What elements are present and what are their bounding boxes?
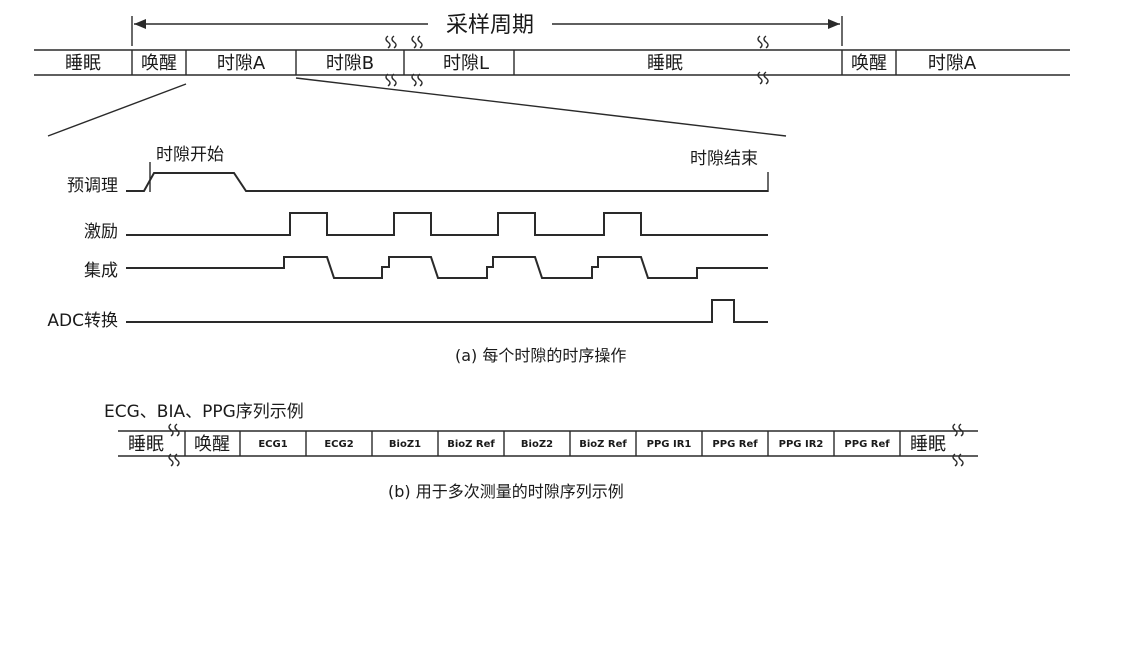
signal-label-preconditioning: 预调理 (67, 176, 118, 196)
adc-waveform (126, 299, 768, 323)
slot-start-marker: 时隙开始 (149, 145, 224, 192)
example-slot-ecg2: ECG2 (324, 439, 353, 450)
example-slot-sleep: 睡眠 (128, 434, 164, 455)
example-slot-bar: 睡眠 唤醒 ECG1 ECG2 BioZ1 BioZ Ref BioZ2 Bio… (118, 423, 978, 467)
integration-waveform (126, 256, 768, 279)
example-slot-wake: 唤醒 (194, 434, 230, 455)
signal-label-adc: ADC转换 (47, 311, 118, 331)
zoom-lines (47, 77, 787, 137)
break-mark (168, 423, 964, 467)
example-slot-bioz1: BioZ1 (389, 439, 421, 450)
sampling-period-label: 采样周期 (446, 13, 534, 38)
example-slot-ppg-ref: PPG Ref (712, 439, 758, 450)
top-slot-bar: 睡眠 唤醒 时隙A 时隙B 时隙L 睡眠 唤醒 时隙A (34, 35, 1070, 87)
example-slot-bioz2: BioZ2 (521, 439, 553, 450)
excitation-waveform (126, 212, 768, 236)
slot-start-label: 时隙开始 (156, 145, 224, 165)
caption-a: (a) 每个时隙的时序操作 (455, 346, 626, 365)
top-slot-sleep: 睡眠 (65, 53, 101, 74)
example-slot-bioz-ref-2: BioZ Ref (579, 439, 627, 450)
top-slot-sleep-2: 睡眠 (647, 53, 683, 74)
top-slot-wake-2: 唤醒 (851, 53, 887, 74)
caption-b: (b) 用于多次测量的时隙序列示例 (388, 482, 624, 501)
slot-end-marker: 时隙结束 (690, 149, 769, 192)
top-slot-b: 时隙B (326, 53, 374, 74)
top-slot-a-2: 时隙A (928, 53, 977, 74)
example-slot-ecg1: ECG1 (258, 439, 287, 450)
signal-label-integration: 集成 (84, 261, 118, 281)
top-slot-l: 时隙L (443, 53, 489, 74)
break-mark (385, 35, 769, 87)
example-slot-ppg-ref-2: PPG Ref (844, 439, 890, 450)
example-slot-bioz-ref: BioZ Ref (447, 439, 495, 450)
example-title: ECG、BIA、PPG序列示例 (104, 402, 304, 422)
slot-end-label: 时隙结束 (690, 149, 758, 169)
top-slot-a: 时隙A (217, 53, 266, 74)
example-slot-sleep-end: 睡眠 (910, 434, 946, 455)
top-slot-wake: 唤醒 (141, 53, 177, 74)
example-slot-ppg-ir2: PPG IR2 (779, 439, 824, 450)
example-slot-ppg-ir1: PPG IR1 (647, 439, 692, 450)
sampling-period-arrow: 采样周期 (131, 13, 843, 46)
preconditioning-waveform (126, 172, 768, 192)
signal-label-excitation: 激励 (84, 222, 118, 242)
